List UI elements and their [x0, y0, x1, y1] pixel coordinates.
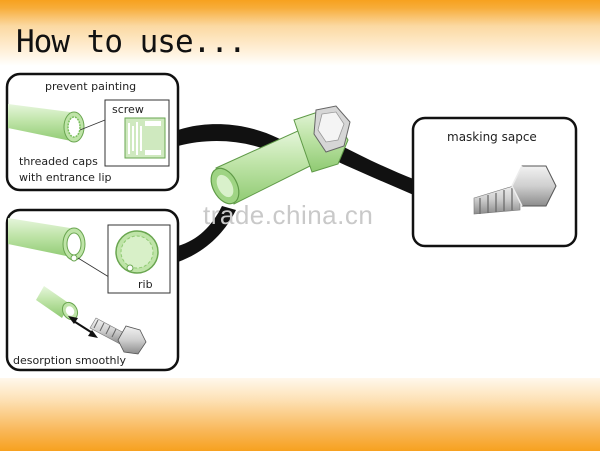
connector-band-bottom-left	[178, 206, 236, 262]
tube-end-icon	[8, 218, 86, 262]
double-arrow-icon	[68, 316, 98, 338]
page-title: How to use...	[16, 24, 247, 60]
label-screw: screw	[112, 103, 144, 116]
connector-band-right	[334, 144, 416, 196]
bolt-small-icon	[89, 317, 147, 355]
masked-bolt-icon	[473, 165, 557, 215]
label-entrance-lip: with entrance lip	[19, 171, 112, 184]
label-desorption-smoothly: desorption smoothly	[13, 354, 127, 367]
label-threaded-caps: threaded caps	[19, 155, 98, 168]
bottom-banner	[0, 378, 600, 451]
label-rib: rib	[138, 278, 153, 291]
label-masking-space: masking sapce	[447, 130, 537, 144]
capped-tube-icon	[8, 104, 85, 143]
rib-circle-icon	[115, 230, 159, 274]
center-capped-bolt-icon	[210, 105, 351, 205]
label-prevent-painting: prevent painting	[45, 80, 137, 93]
watermark-text: trade.china.cn	[203, 200, 374, 230]
connector-band-top-left	[178, 124, 300, 166]
panel-right-frame	[411, 116, 578, 248]
top-banner	[0, 0, 600, 66]
thread-section-icon	[124, 117, 166, 159]
